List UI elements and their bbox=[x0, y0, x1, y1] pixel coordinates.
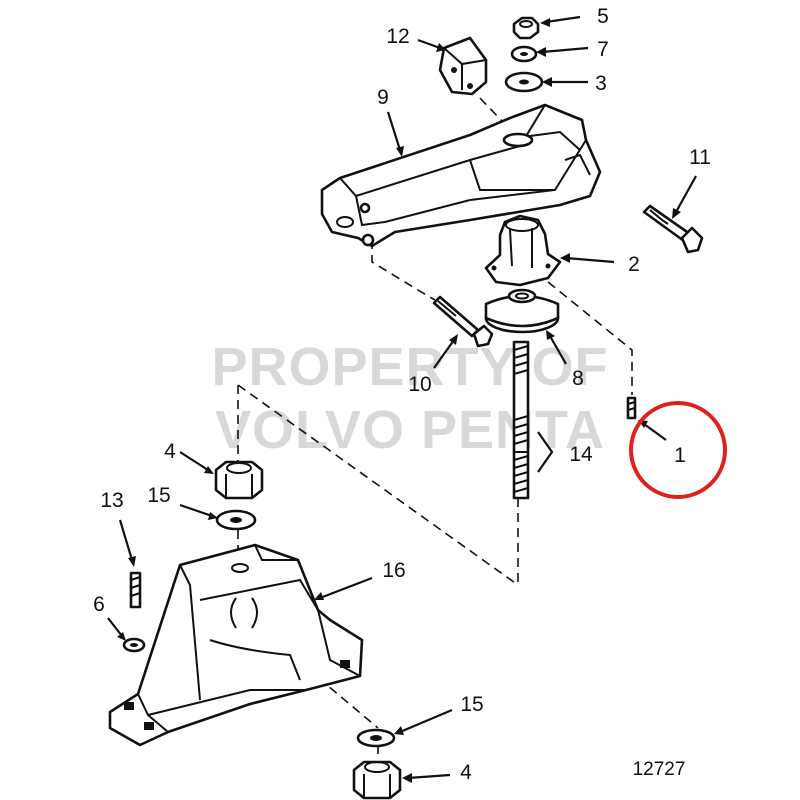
part-6-washer bbox=[122, 637, 146, 653]
callout-12: 12 bbox=[386, 25, 409, 48]
callout-7: 7 bbox=[597, 38, 609, 61]
part-9-mounting-arm bbox=[320, 103, 602, 248]
part-5-nut bbox=[512, 16, 540, 40]
part-15-washer-lower bbox=[356, 728, 396, 748]
callout-4-lower: 4 bbox=[460, 761, 472, 784]
part-11-bolt bbox=[642, 204, 704, 254]
part-14-threaded-stud bbox=[512, 340, 530, 500]
part-12-bracket-block bbox=[438, 36, 488, 96]
callout-14: 14 bbox=[569, 443, 593, 466]
part-1-screw bbox=[626, 396, 637, 420]
callout-8: 8 bbox=[572, 367, 584, 390]
callout-15-upper: 15 bbox=[147, 484, 170, 507]
part-4-nut-upper bbox=[214, 460, 264, 500]
watermark-line-1: PROPERTY OF bbox=[211, 337, 608, 397]
callout-16: 16 bbox=[382, 559, 405, 582]
part-7-washer bbox=[510, 45, 538, 63]
callout-10: 10 bbox=[408, 373, 431, 396]
part-10-bolt bbox=[432, 295, 494, 348]
watermark: PROPERTY OF VOLVO PENTA bbox=[211, 337, 608, 460]
callout-13: 13 bbox=[100, 489, 123, 512]
callout-2: 2 bbox=[628, 253, 640, 276]
watermark-line-2: VOLVO PENTA bbox=[215, 400, 605, 460]
callout-11: 11 bbox=[689, 146, 711, 169]
part-15-washer-upper bbox=[215, 509, 257, 531]
callout-3: 3 bbox=[595, 72, 607, 95]
part-2-rubber-mount bbox=[484, 214, 562, 287]
callout-1: 1 bbox=[674, 444, 686, 467]
callout-5: 5 bbox=[597, 5, 609, 28]
callout-4-upper: 4 bbox=[164, 440, 176, 463]
callout-9: 9 bbox=[377, 86, 389, 109]
part-13-bolt bbox=[129, 571, 142, 609]
part-16-mounting-bracket bbox=[108, 543, 364, 747]
part-3-washer bbox=[504, 71, 544, 93]
figure-number: 12727 bbox=[633, 759, 686, 780]
callout-6: 6 bbox=[93, 593, 105, 616]
part-4-nut-lower bbox=[352, 760, 402, 800]
part-8-cup-washer bbox=[484, 288, 560, 334]
highlight-circle bbox=[629, 401, 727, 499]
leader-lines bbox=[107, 15, 697, 783]
callout-labels: 5 7 3 12 9 11 2 10 8 14 1 4 15 13 6 16 1… bbox=[93, 5, 711, 784]
callout-15-lower: 15 bbox=[460, 693, 483, 716]
